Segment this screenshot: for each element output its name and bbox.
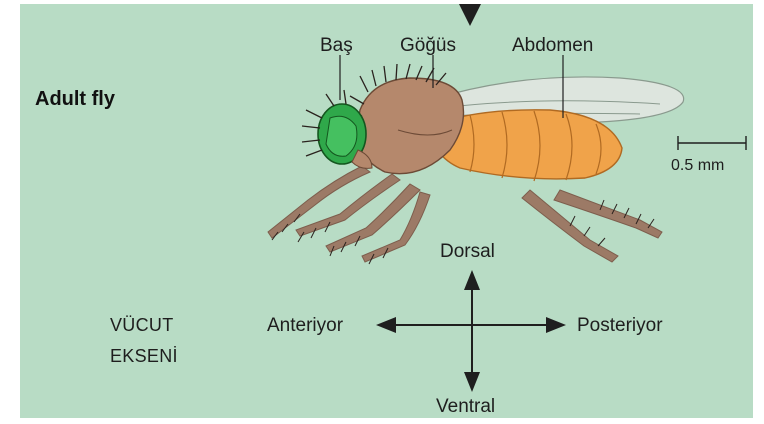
body-axis-title-line2: EKSENİ (110, 347, 178, 365)
scale-bar-label: 0.5 mm (671, 158, 724, 174)
head-label: Baş (320, 36, 353, 55)
abdomen-label: Abdomen (512, 36, 593, 55)
figure-title: Adult fly (35, 89, 115, 109)
ventral-label: Ventral (436, 397, 495, 416)
anterior-label: Anteriyor (267, 316, 343, 335)
thorax-label: Göğüs (400, 36, 456, 55)
body-axis-title-line1: VÜCUT (110, 316, 174, 334)
posterior-label: Posteriyor (577, 316, 663, 335)
dorsal-label: Dorsal (440, 242, 495, 261)
